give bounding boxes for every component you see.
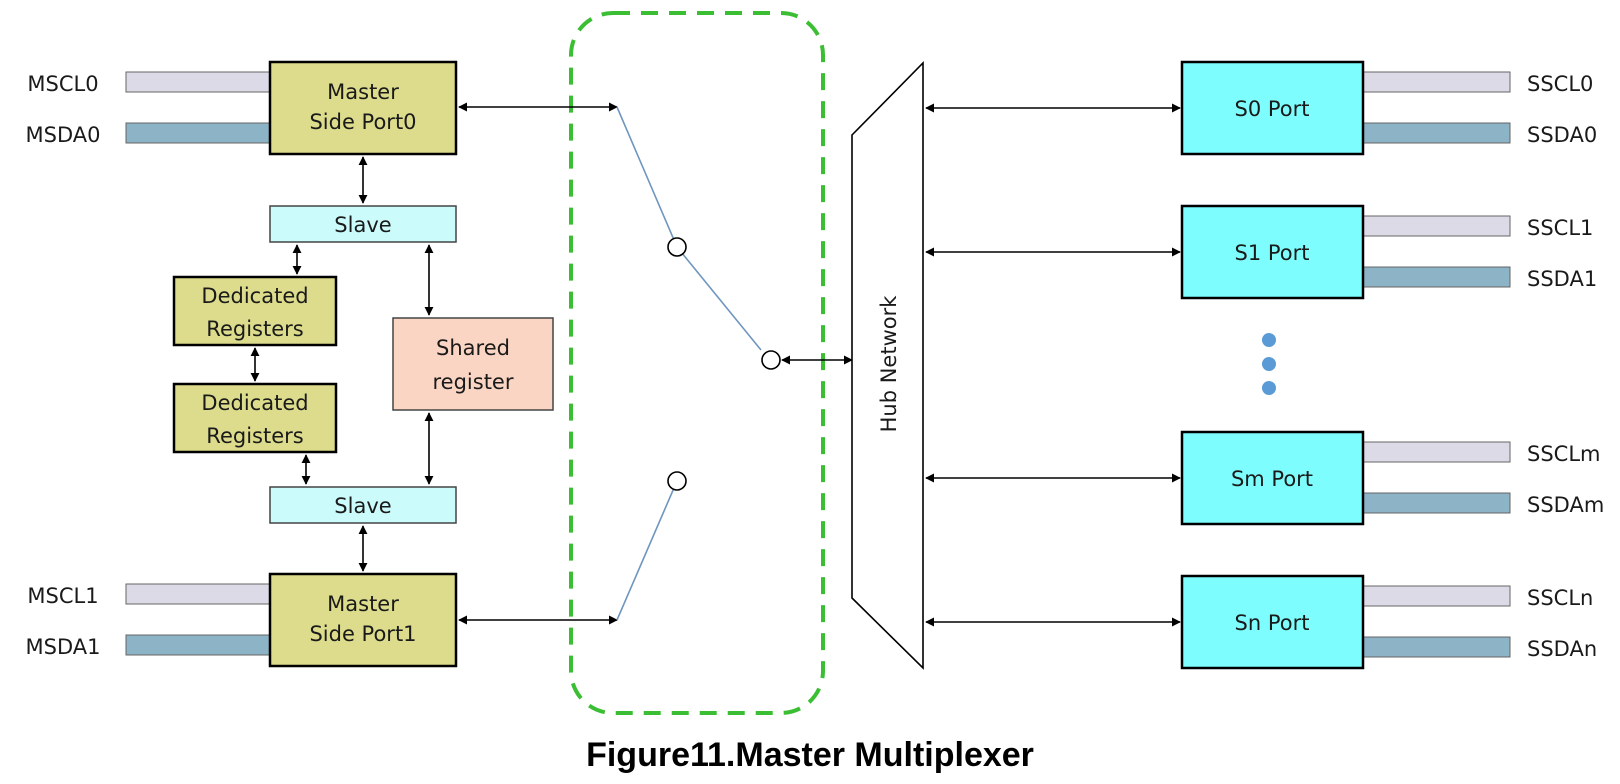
figure-caption: Figure11.Master Multiplexer (586, 736, 1034, 774)
ssclm-bus (1360, 441, 1511, 463)
mscl1-label: MSCL1 (27, 584, 98, 608)
ssda0-bus (1360, 122, 1511, 144)
sscln-bus (1360, 585, 1511, 607)
slave-bottom-box (269, 486, 457, 524)
switch-line-top (616, 106, 762, 351)
ellipsis-dot (1262, 381, 1276, 395)
mscl0-bus (125, 71, 272, 93)
slave-top-label: Slave (334, 213, 391, 237)
dedicated-registers-top-box (172, 275, 338, 347)
sscl0-bus (1360, 71, 1511, 93)
sn-port-label: Sn Port (1235, 611, 1310, 635)
s1-port-box (1180, 204, 1365, 300)
msda1-label: MSDA1 (26, 635, 101, 659)
shared-line2: register (433, 370, 514, 394)
ellipsis-dot (1262, 333, 1276, 347)
master-side-port0-box (268, 60, 458, 156)
ssclm-label: SSCLm (1527, 442, 1600, 466)
s1-port-label: S1 Port (1235, 241, 1310, 265)
master-port0-line1: Master (327, 80, 399, 104)
shared-line1: Shared (436, 336, 510, 360)
s0-port-box (1180, 60, 1365, 156)
sn-port-box (1180, 574, 1365, 670)
ssda0-label: SSDA0 (1527, 123, 1597, 147)
switch-pivot (761, 350, 781, 370)
sscl1-bus (1360, 215, 1511, 237)
sm-port-box (1180, 430, 1365, 526)
hub-network-shape (851, 61, 924, 670)
msda0-label: MSDA0 (26, 123, 101, 147)
ellipsis-dot (1262, 357, 1276, 371)
sm-port-label: Sm Port (1231, 467, 1313, 491)
mscl1-bus (125, 583, 272, 605)
slave-top-box (269, 205, 457, 243)
dedicated-top-line1: Dedicated (201, 284, 308, 308)
multiplexer-region (569, 11, 825, 715)
mscl0-label: MSCL0 (27, 72, 98, 96)
switch-contact-top (667, 237, 687, 257)
msda0-bus (125, 122, 272, 144)
master-port0-line2: Side Port0 (309, 110, 416, 134)
sscl1-label: SSCL1 (1527, 216, 1593, 240)
dedicated-top-line2: Registers (206, 317, 303, 341)
sscl0-label: SSCL0 (1527, 72, 1593, 96)
ssda1-bus (1360, 266, 1511, 288)
sscln-label: SSCLn (1527, 586, 1593, 610)
ssdam-label: SSDAm (1527, 493, 1604, 517)
ssdam-bus (1360, 492, 1511, 514)
dedicated-bottom-line2: Registers (206, 424, 303, 448)
master-side-port1-box (268, 572, 458, 668)
dedicated-registers-bottom-box (172, 382, 338, 454)
ssdan-bus (1360, 636, 1511, 658)
switch-line-bottom (616, 480, 678, 621)
shared-register-box (392, 317, 554, 411)
hub-network-label: Hub Network (877, 295, 901, 433)
msda1-bus (125, 634, 272, 656)
switch-contact-bottom (667, 471, 687, 491)
ssdan-label: SSDAn (1527, 637, 1597, 661)
s0-port-label: S0 Port (1235, 97, 1310, 121)
ssda1-label: SSDA1 (1527, 267, 1597, 291)
master-port1-line1: Master (327, 592, 399, 616)
master-port1-line2: Side Port1 (309, 622, 416, 646)
dedicated-bottom-line1: Dedicated (201, 391, 308, 415)
slave-bottom-label: Slave (334, 494, 391, 518)
